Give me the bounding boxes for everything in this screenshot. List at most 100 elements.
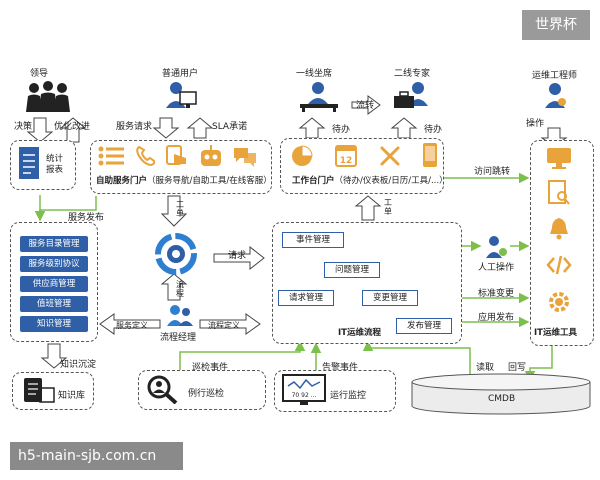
alarm-bell-icon — [550, 218, 568, 240]
run-monitor-label: 运行监控 — [330, 391, 367, 401]
process-manager-icon — [167, 305, 193, 326]
edge-transfer: 流转 — [356, 101, 375, 111]
workbench-portal-name: 工作台门户 — [292, 176, 335, 186]
edge-cmdb-read: 读取 — [476, 363, 495, 373]
self-service-portal-title: 自助服务门户（服务导航/自助工具/在线客服） — [96, 174, 272, 186]
mobile-device-icon — [423, 143, 437, 167]
edge-optimize: 优化改进 — [54, 122, 91, 132]
hollow-arrow-process — [160, 273, 188, 301]
actor-ops-engineer-label: 运维工程师 — [532, 71, 578, 81]
document-search-icon — [548, 180, 570, 205]
module-on-duty: 值班管理 — [20, 296, 88, 312]
hollow-arrow-request2 — [213, 245, 265, 271]
edge-inspect-event: 巡检事件 — [192, 363, 229, 373]
edge-app-publish: 应用发布 — [478, 313, 515, 323]
report-document-icon — [19, 147, 39, 179]
monitor-values-text: 70 92 ... — [292, 392, 317, 399]
leader-group-icon — [26, 81, 70, 112]
hollow-arrow-sla — [186, 117, 214, 139]
workbench-portal-subtitle: （待办/仪表板/日历/工具/...） — [334, 176, 448, 186]
touch-tool-icon — [166, 145, 186, 165]
stats-report-label: 统计报表 — [46, 154, 64, 175]
watermark-bottom: h5-main-sjb.com.cn — [10, 442, 183, 470]
node-problem-management: 问题管理 — [324, 262, 380, 278]
watermark-top: 世界杯 — [522, 10, 590, 40]
robot-icon — [201, 145, 221, 166]
edge-operate: 操作 — [526, 119, 545, 129]
expert-toolbox-icon — [394, 82, 428, 108]
edge-standard-change: 标准变更 — [478, 289, 515, 299]
edge-service-define: 服务定义 — [116, 321, 148, 330]
routine-inspection-label: 例行巡检 — [188, 389, 225, 399]
scroll-book-icon — [24, 378, 55, 403]
line-inspect — [179, 340, 306, 370]
hollow-arrow-service-define — [99, 313, 161, 335]
wrench-tools-icon — [380, 146, 400, 166]
hollow-arrow-work-order — [160, 195, 188, 227]
edge-alarm-event: 告警事件 — [322, 363, 359, 373]
node-release-management: 发布管理 — [396, 318, 452, 334]
edge-process-define: 流程定义 — [208, 321, 240, 330]
actor-user-label: 普通用户 — [162, 69, 199, 79]
monitor-dashboard-icon: 70 92 ... — [282, 374, 326, 405]
edge-decision: 决策 — [14, 122, 33, 132]
node-change-management: 变更管理 — [362, 290, 418, 306]
edge-work-order: 工单 — [176, 200, 184, 218]
monitor-screen-icon — [547, 148, 571, 169]
knowledge-base-label: 知识库 — [58, 391, 86, 401]
node-event-management: 事件管理 — [282, 232, 344, 248]
edge-pending2: 待办 — [424, 125, 443, 135]
code-icon — [546, 255, 572, 275]
workbench-portal-title: 工作台门户（待办/仪表板/日历/工具/...） — [292, 174, 448, 186]
cmdb-label: CMDB — [488, 394, 516, 404]
hollow-arrow-request — [152, 117, 180, 139]
hollow-arrow-decision — [26, 117, 54, 143]
actor-leader-label: 领导 — [30, 69, 49, 79]
chat-bubbles-icon — [234, 148, 256, 167]
edge-pending1: 待办 — [332, 125, 351, 135]
edge-process: 流程 — [176, 280, 184, 298]
pie-chart-icon — [292, 145, 313, 166]
ops-engineer-icon — [545, 83, 566, 108]
process-manager-label: 流程经理 — [160, 333, 197, 343]
edge-cmdb-write: 回写 — [508, 363, 527, 373]
module-service-catalog: 服务目录管理 — [20, 236, 88, 252]
edge-knowledge-accumulate: 知识沉淀 — [60, 360, 97, 370]
menu-list-icon — [98, 146, 124, 166]
edge-sla: SLA承诺 — [212, 122, 248, 132]
magnifier-person-icon — [147, 375, 178, 404]
module-sla: 服务级别协议 — [20, 256, 88, 272]
gear-icon — [549, 292, 569, 312]
knowledge-base-box — [12, 372, 94, 410]
hollow-arrow-pending1 — [298, 117, 326, 139]
self-service-portal-name: 自助服务门户 — [96, 176, 148, 186]
edge-manual-op: 人工操作 — [478, 263, 515, 273]
hollow-arrow-ticket — [354, 195, 382, 221]
calendar-day-number: 12 — [340, 156, 353, 166]
edge-visit-jump: 访问跳转 — [474, 167, 511, 177]
frontline-agent-icon — [300, 82, 338, 112]
edge-service-publish: 服务发布 — [68, 213, 105, 223]
cmdb-database-cylinder — [411, 373, 591, 415]
actor-expert-label: 二线专家 — [394, 69, 431, 79]
workflow-cycle-icon — [155, 233, 197, 275]
actor-frontline-label: 一线坐席 — [296, 69, 333, 79]
hollow-arrow-knowledge — [40, 343, 68, 369]
self-service-portal-subtitle: （服务导航/自助工具/在线客服） — [147, 176, 272, 186]
node-request-management: 请求管理 — [278, 290, 334, 306]
hollow-arrow-pending2 — [390, 117, 418, 139]
calendar-icon: 12 — [335, 145, 357, 167]
it-ops-tools-box — [530, 140, 594, 346]
manual-operation-icon — [486, 236, 507, 258]
hollow-arrow-process-define — [199, 313, 261, 335]
phone-icon — [136, 145, 156, 167]
hollow-arrow-transfer — [351, 95, 381, 115]
edge-request: 请求 — [228, 251, 247, 261]
user-computer-icon — [166, 82, 197, 108]
module-supplier: 供应商管理 — [20, 276, 88, 292]
it-ops-process-title: IT运维流程 — [338, 328, 381, 338]
it-ops-tools-label: IT运维工具 — [534, 328, 577, 338]
hollow-arrow-optimize — [59, 117, 87, 143]
module-knowledge: 知识管理 — [20, 316, 88, 332]
